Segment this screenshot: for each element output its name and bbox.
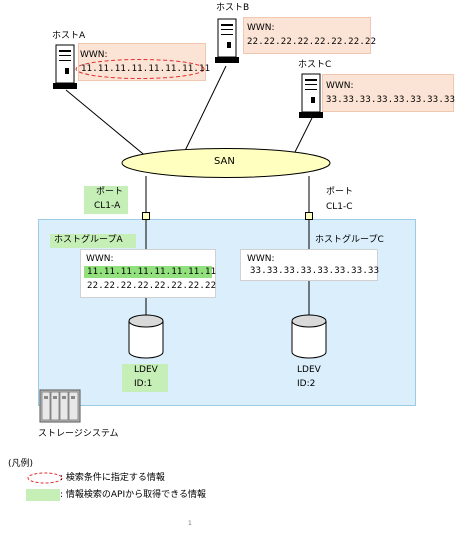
port-a-connector <box>142 212 150 220</box>
ldev2-label: LDEV <box>297 365 321 375</box>
disk-cylinder-icon <box>128 314 164 359</box>
host-c-wwn-box <box>322 74 454 112</box>
host-b-to-san-line <box>181 65 227 158</box>
page-mark: 1 <box>188 520 192 527</box>
host-b-wwn-value: 22.22.22.22.22.22.22.22 <box>247 37 377 47</box>
hostgroup-c-wwn-label: WWN: <box>247 254 275 264</box>
hostgroup-a-wwn-highlight <box>84 266 212 278</box>
host-c-to-san-line <box>291 117 313 159</box>
legend-dashed-ellipse-icon <box>27 472 63 484</box>
search-condition-dashed-ellipse <box>75 59 205 79</box>
hostgroup-a-label-bg <box>50 234 136 248</box>
host-a-wwn-label: WWN: <box>80 50 108 60</box>
host-c-wwn-label: WWN: <box>326 81 354 91</box>
port-a-label: ポート <box>96 187 124 197</box>
host-a-to-san-line <box>65 89 149 159</box>
legend-title: (凡例) <box>8 459 34 469</box>
host-a-label: ホストA <box>52 31 86 41</box>
port-a-id: CL1-A <box>94 201 121 211</box>
ldev1-label-bg <box>122 364 168 392</box>
host-b-label: ホストB <box>216 3 250 13</box>
legend-search-condition-text: : 検索条件に指定する情報 <box>60 473 165 483</box>
host-b-wwn-label: WWN: <box>247 23 275 33</box>
hostgroup-a-label: ホストグループA <box>54 235 123 245</box>
hostgroup-a-wwn-label: WWN: <box>86 254 114 264</box>
hostgroup-a-wwn-2: 22.22.22.22.22.22.22.22 <box>87 281 217 291</box>
port-c-id: CL1-C <box>326 202 353 212</box>
hostgroup-c-wwn-box <box>240 249 378 281</box>
hostgroup-a-wwn-1: 11.11.11.11.11.11.11.11 <box>87 267 217 277</box>
san-label: SAN <box>214 156 235 167</box>
ldev2-id: ID:2 <box>297 379 316 389</box>
host-c-wwn-value: 33.33.33.33.33.33.33.33 <box>326 95 456 105</box>
legend-green-swatch <box>26 489 60 501</box>
host-b-wwn-box <box>243 17 371 54</box>
host-a-wwn-value: 11.11.11.11.11.11.11.11 <box>81 64 211 74</box>
san-ellipse <box>121 148 331 178</box>
ldev1-label: LDEV <box>134 365 158 375</box>
port-a-box <box>84 186 128 214</box>
server-icon <box>215 18 239 63</box>
host-c-label: ホストC <box>298 60 332 70</box>
port-c-label: ポート <box>326 187 354 197</box>
ldev1-id: ID:1 <box>134 379 153 389</box>
legend-api-info-text: : 情報検索のAPIから取得できる情報 <box>60 490 206 500</box>
hostgroup-c-wwn-1: 33.33.33.33.33.33.33.33 <box>250 266 380 276</box>
hostgroup-c-label: ホストグループC <box>315 235 384 245</box>
port-c-connector <box>305 212 313 220</box>
storage-system-label: ストレージシステム <box>38 429 119 439</box>
storage-rack-icon <box>39 389 81 423</box>
server-icon <box>299 73 323 118</box>
server-icon <box>53 44 77 89</box>
disk-cylinder-icon <box>291 314 327 359</box>
